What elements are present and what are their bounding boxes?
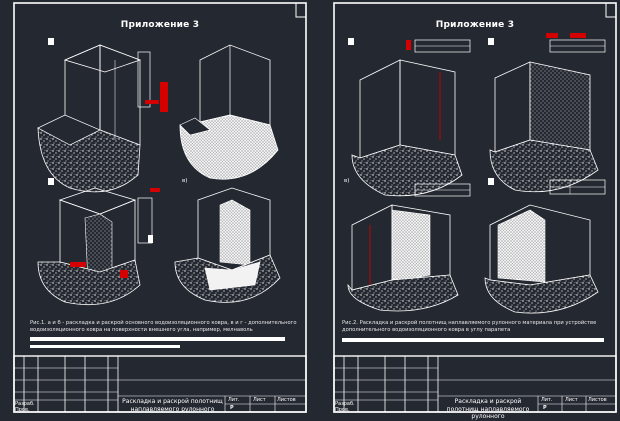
stamp-col-sheet: Лист [253,397,266,403]
sheet-title: Приложение 3 [120,20,200,30]
stamp-title: Раскладка и раскрой полотнищ наплавляемо… [122,398,223,413]
panel-label: в) [344,178,350,184]
drawing-sheet-1: Приложение 3 в) Рис.1. а и б - раскладка… [10,0,310,415]
stamp-col-sheets: Листов [277,397,296,403]
stamp-col-sheets: Листов [588,397,607,403]
figure-a [37,38,168,193]
figure-caption: Рис.2. Раскладка и раскрой полотнищ напл… [342,320,597,333]
figure-d [484,178,606,314]
stamp-row-developer: Разраб. [15,401,35,407]
stamp-row-checked: Пров. [15,407,30,413]
figure-c [37,178,160,306]
sheet-1-drawing [13,2,307,413]
figure-b [488,33,606,193]
stamp-col-lit: Лит. [541,397,553,403]
panel-label: в) [182,178,188,184]
stamp-col-lit: Лит. [228,397,240,403]
stamp-row-developer: Разраб. [335,401,355,407]
sheet-2-drawing [333,2,617,413]
title-block [13,355,307,413]
stamp-col-sheet: Лист [565,397,578,403]
stamp-title: Раскладка и раскрой полотнищ наплавляемо… [446,398,530,420]
figure-a [348,38,471,197]
sheet-title: Приложение 3 [435,20,515,30]
drawing-sheet-2: Приложение 3 в) Рис.2. Раскладка и раскр… [330,0,620,420]
figure-b [179,44,279,180]
stamp-lit-value: Р [543,405,547,411]
stamp-row-checked: Пров. [335,407,350,413]
stamp-lit-value: Р [230,405,234,411]
figure-c [347,183,471,312]
title-block [333,355,617,413]
figure-caption: Рис.1. а и б - раскладка и раскрой основ… [30,320,297,333]
figure-d [174,187,281,303]
